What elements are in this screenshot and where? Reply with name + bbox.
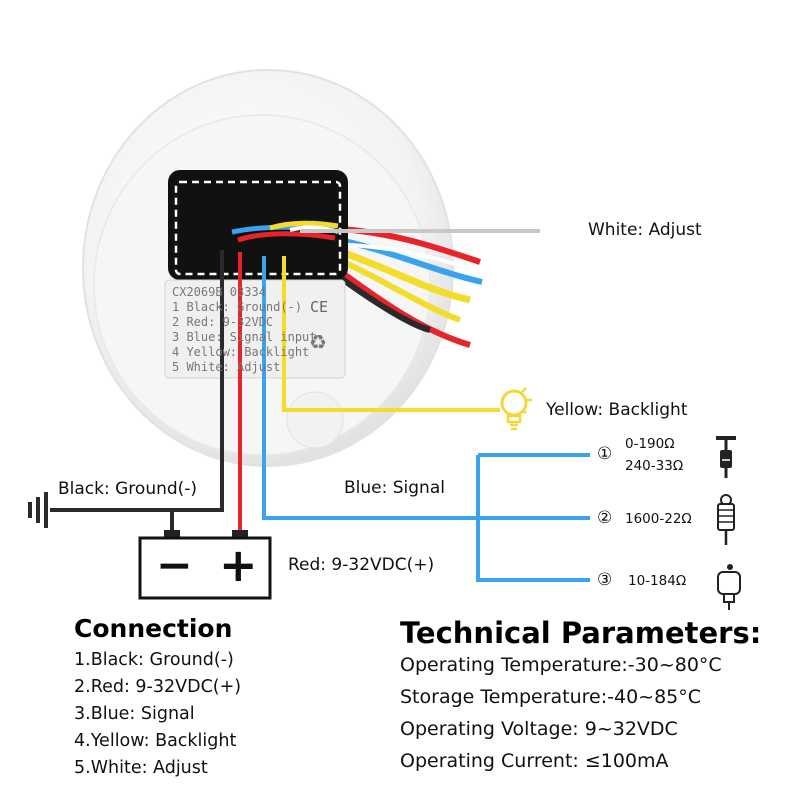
sticker-line: 3 Blue: Signal input: [172, 330, 317, 344]
battery-icon: [138, 530, 272, 600]
connection-item: 3.Blue: Signal: [74, 704, 195, 724]
battery-plus: +: [219, 538, 258, 592]
float-sensor-icon: [716, 436, 736, 478]
blue-branch-bottom: [476, 455, 590, 582]
sticker-line: 1 Black: Ground(-): [172, 300, 303, 314]
technical-item: Operating Voltage: 9~32VDC: [400, 718, 678, 740]
white-adjust-label: White: Adjust: [588, 220, 702, 240]
sensor-marker: ①: [597, 444, 613, 464]
threaded-sensor-icon: [717, 494, 735, 545]
yellow-wire: [282, 256, 500, 412]
ground-symbol-icon: [28, 492, 48, 528]
connection-item: 2.Red: 9-32VDC(+): [74, 677, 242, 697]
connection-item: 1.Black: Ground(-): [74, 650, 234, 670]
black-wire: [50, 250, 224, 512]
sensor-range: 10-184Ω: [628, 573, 687, 589]
sticker-line: 5 White: Adjust: [172, 360, 281, 374]
recycle-icon: ♻: [309, 330, 327, 354]
sensor-marker: ③: [597, 570, 613, 590]
sensor-range: 240-33Ω: [625, 458, 684, 474]
yellow-backlight-label: Yellow: Backlight: [546, 400, 688, 420]
blue-signal-label: Blue: Signal: [344, 478, 445, 498]
red-power-label: Red: 9-32VDC(+): [288, 555, 435, 575]
sticker-line: CX2069B 03334: [172, 285, 266, 299]
sensor-range: 1600-22Ω: [625, 511, 692, 527]
technical-title: Technical Parameters:: [400, 616, 762, 650]
light-bulb-icon: [500, 387, 532, 431]
technical-item: Storage Temperature:-40~85°C: [400, 686, 702, 708]
connection-item: 5.White: Adjust: [74, 758, 208, 778]
connection-item: 4.Yellow: Backlight: [74, 731, 237, 751]
ce-mark: CE: [310, 298, 329, 316]
sticker-line: 2 Red: 9-32VDC: [172, 315, 274, 329]
connector-block: [168, 170, 348, 280]
sender-unit-icon: [717, 564, 741, 610]
battery-minus: −: [156, 540, 193, 591]
technical-item: Operating Temperature:-30~80°C: [400, 654, 722, 676]
blue-wire: [262, 256, 590, 520]
wire-bundle: [328, 225, 483, 348]
sensor-marker: ②: [597, 508, 613, 528]
black-ground-label: Black: Ground(-): [58, 479, 198, 499]
label-sticker: [164, 279, 346, 379]
technical-item: Operating Current: ≤100mA: [400, 750, 669, 772]
connection-title: Connection: [74, 614, 233, 643]
sensor-range: 0-190Ω: [625, 436, 675, 452]
sticker-line: 4 Yellow: Backlight: [172, 345, 310, 359]
